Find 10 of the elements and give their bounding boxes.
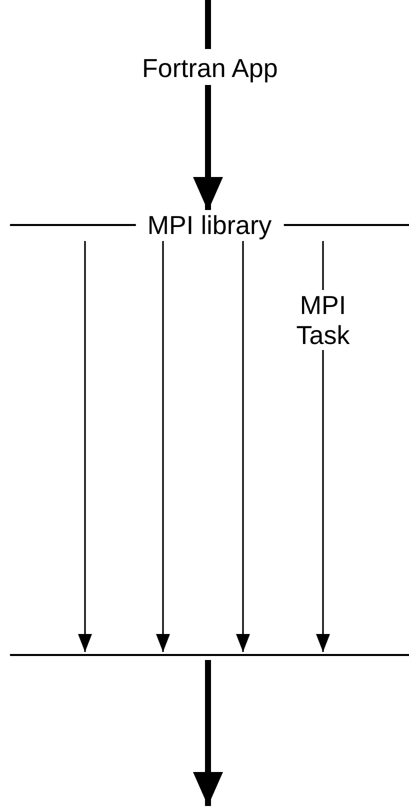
connector-line (205, 0, 211, 49)
arrow (78, 241, 92, 652)
arrow (236, 241, 250, 652)
edge-label: MPI Task (296, 290, 350, 350)
bus-line (10, 211, 409, 239)
bus-line (10, 652, 409, 658)
arrow (193, 660, 223, 806)
arrow (156, 241, 170, 652)
bus-label: MPI library (135, 210, 284, 240)
arrow (193, 85, 223, 211)
